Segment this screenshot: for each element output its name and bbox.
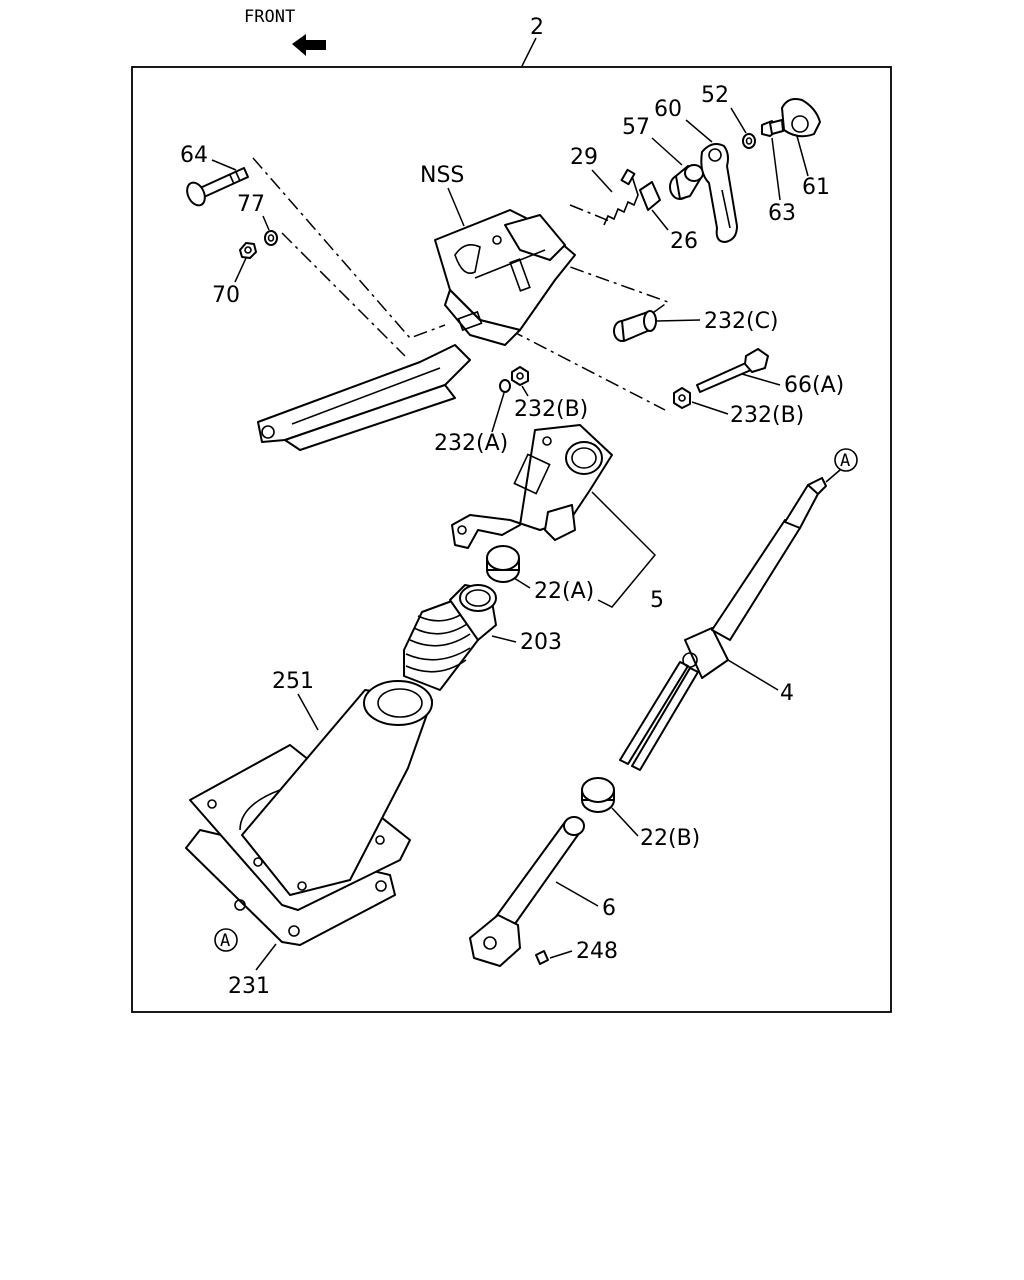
leader-70 <box>234 257 247 283</box>
callout-63: 63 <box>768 201 796 226</box>
leader-64 <box>211 159 237 171</box>
nut-70 <box>239 242 257 259</box>
callout-232c: 232(C) <box>704 309 779 334</box>
callout-57: 57 <box>622 115 650 140</box>
callout-70: 70 <box>212 283 240 308</box>
collar-57 <box>669 164 704 200</box>
callout-231: 231 <box>228 974 270 999</box>
leader-ref-a-top <box>825 469 841 483</box>
housing-5 <box>451 424 613 549</box>
bolt-63 <box>761 119 784 137</box>
leader-60 <box>685 119 713 143</box>
alignment-line-232b <box>509 329 666 411</box>
alignment-line-spring29 <box>569 204 613 223</box>
ref-a-bottom-circle <box>214 928 238 952</box>
callout-5: 5 <box>650 588 664 613</box>
callout-232b-right: 232(B) <box>730 403 804 428</box>
washer-77 <box>264 230 278 246</box>
washer-77-hole <box>267 234 275 242</box>
alignment-line-nut70 <box>281 232 406 357</box>
nut-232b-left-hole <box>516 372 524 380</box>
callout-4: 4 <box>780 681 794 706</box>
bolt-64 <box>186 167 249 207</box>
callout-203: 203 <box>520 630 562 655</box>
leader-251 <box>297 693 319 731</box>
knob-61 <box>781 98 821 138</box>
leader-57 <box>651 137 683 166</box>
leader-232b-left <box>521 385 529 397</box>
washer-52-hole <box>745 137 753 145</box>
assembly-number-leader <box>521 37 537 67</box>
leader-22b <box>611 807 639 837</box>
callout-251: 251 <box>272 669 314 694</box>
shaft-4 <box>619 477 827 771</box>
lever-6 <box>469 816 585 967</box>
washer-52 <box>742 133 756 149</box>
ref-a-top: A <box>840 451 850 471</box>
callout-60: 60 <box>654 97 682 122</box>
leader-203 <box>491 635 517 643</box>
nut-232b-left <box>511 366 529 386</box>
callout-64: 64 <box>180 143 208 168</box>
boot-203 <box>403 584 497 691</box>
callout-29: 29 <box>570 145 598 170</box>
ref-a-bottom: A <box>220 931 230 951</box>
callout-66a: 66(A) <box>784 373 844 398</box>
lever-60 <box>700 143 738 243</box>
alignment-line-232c <box>544 257 670 316</box>
nut-232b-right <box>673 387 691 409</box>
leader-5 <box>591 491 657 608</box>
callout-232a: 232(A) <box>434 431 508 456</box>
callout-248: 248 <box>576 939 618 964</box>
nut-70-hole <box>244 246 252 254</box>
assembly-number: 2 <box>530 15 544 40</box>
leader-nss <box>447 187 465 227</box>
bushing-22a <box>486 545 520 583</box>
lever-bracket-assembly <box>257 209 576 451</box>
bushing-232c <box>613 310 657 342</box>
callout-22a: 22(A) <box>534 579 594 604</box>
leader-22a <box>513 577 531 589</box>
bushing-22b <box>581 777 615 813</box>
leader-248 <box>549 950 573 959</box>
leader-66a <box>741 373 781 386</box>
leader-232a <box>491 392 505 433</box>
leader-232c <box>656 319 701 322</box>
callout-77: 77 <box>237 192 265 217</box>
callout-232b-left: 232(B) <box>514 397 588 422</box>
callout-52: 52 <box>701 83 729 108</box>
callout-61: 61 <box>802 175 830 200</box>
leader-6 <box>555 881 599 907</box>
callout-nss: NSS <box>420 163 464 188</box>
callout-22b: 22(B) <box>640 826 700 851</box>
bushing-232a <box>499 379 511 393</box>
leader-63 <box>771 137 781 201</box>
front-label: FRONT <box>244 7 295 27</box>
diagram-frame <box>131 66 892 1013</box>
leader-61 <box>796 135 809 177</box>
leader-26 <box>651 209 669 231</box>
leader-231 <box>255 943 277 971</box>
bolt-66a <box>696 348 769 393</box>
leader-52 <box>730 107 747 134</box>
leader-29 <box>591 169 613 193</box>
leader-77 <box>262 215 270 231</box>
alignment-line-bolt64 <box>252 157 446 339</box>
callout-6: 6 <box>602 896 616 921</box>
spring-29 <box>603 168 639 226</box>
leader-232b-right <box>691 401 729 415</box>
callout-26: 26 <box>670 229 698 254</box>
clip-26 <box>639 181 661 211</box>
leader-4 <box>727 659 779 691</box>
ref-a-top-circle <box>834 448 858 472</box>
bolt-248 <box>535 950 549 965</box>
boot-251 <box>189 680 433 911</box>
nut-232b-right-hole <box>678 394 686 402</box>
front-arrow-icon <box>292 34 326 56</box>
